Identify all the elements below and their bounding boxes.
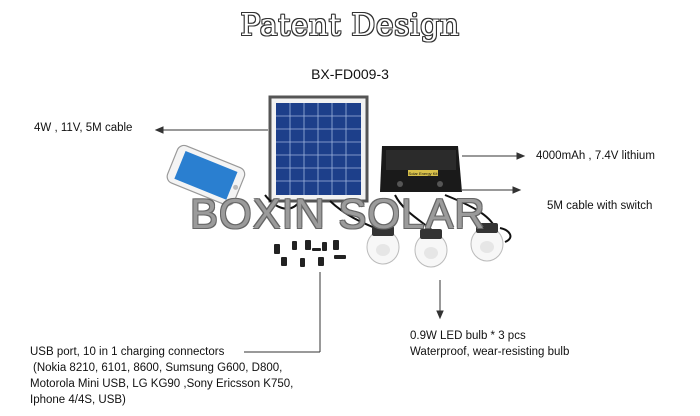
usb-spec-line: (Nokia 8210, 6101, 8600, Sumsung G600, D… <box>33 362 283 374</box>
page-title: Patent Design <box>240 8 460 43</box>
bulb-spec-line: 0.9W LED bulb * 3 pcs <box>410 330 526 342</box>
smartphone-image <box>166 144 246 206</box>
battery-box-image: Solar Energy Kit <box>380 146 462 192</box>
bulb-spec-line: Waterproof, wear-resisting bulb <box>410 346 570 358</box>
led-bulb-image <box>470 223 504 262</box>
charging-connectors-image <box>274 240 346 267</box>
solar-panel-image <box>268 95 369 203</box>
led-bulb-image <box>366 226 400 265</box>
bulb-spec-label: 0.9W LED bulb * 3 pcs Waterproof, wear-r… <box>410 328 569 360</box>
usb-spec-line: Iphone 4/4S, USB) <box>30 394 126 406</box>
usb-spec-line: USB port, 10 in 1 charging connectors <box>30 346 225 358</box>
callout-lines <box>154 126 526 353</box>
battery-spec-label: 4000mAh , 7.4V lithium <box>536 150 655 162</box>
battery-box-label: Solar Energy Kit <box>409 171 439 176</box>
usb-spec-line: Motorola Mini USB, LG KG90 ,Sony Ericsso… <box>30 378 294 390</box>
panel-spec-label: 4W , 11V, 5M cable <box>34 122 133 134</box>
led-bulb-image <box>414 229 448 268</box>
model-number: BX-FD009-3 <box>311 66 389 82</box>
usb-spec-label: USB port, 10 in 1 charging connectors (N… <box>30 344 293 408</box>
cable-spec-label: 5M cable with switch <box>547 200 653 212</box>
